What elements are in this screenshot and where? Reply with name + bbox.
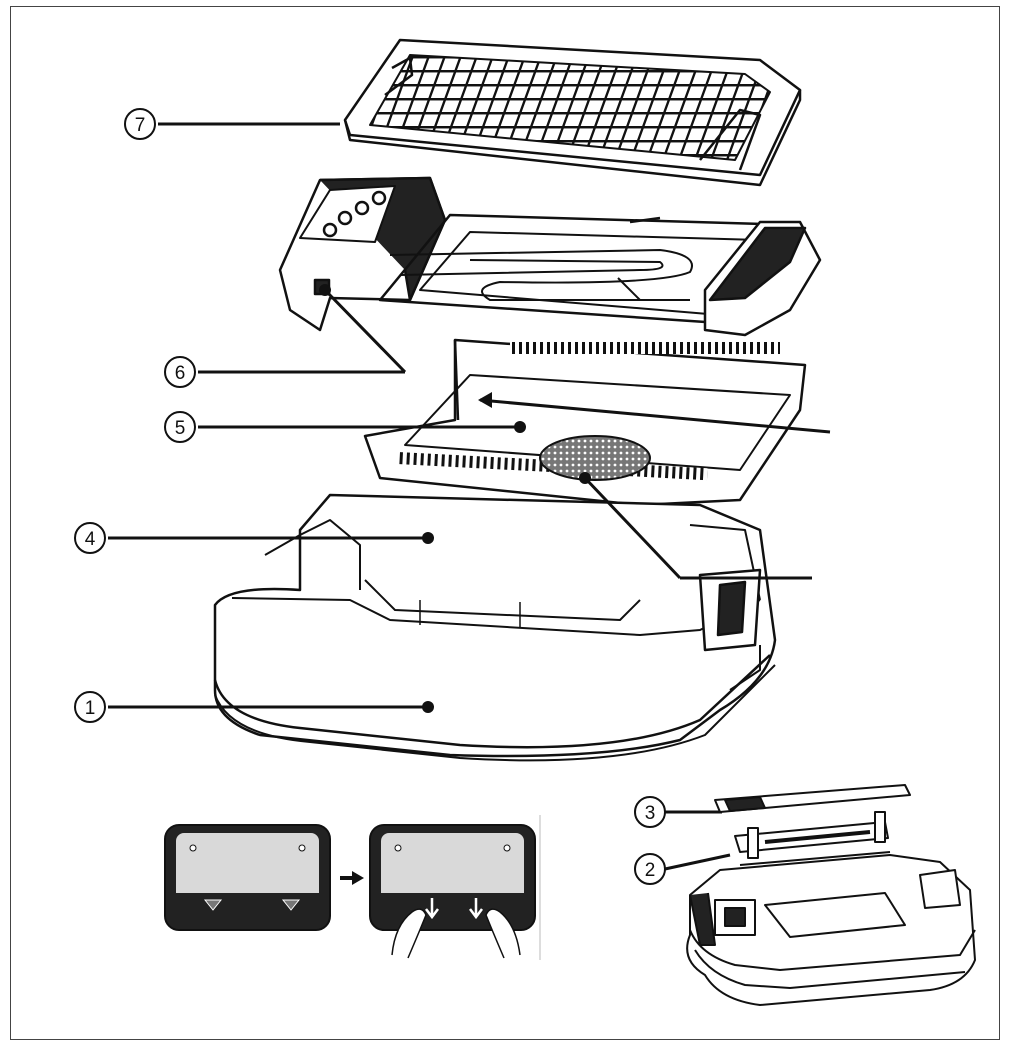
callout-5: 5 xyxy=(164,411,196,443)
svg-text:3: 3 xyxy=(645,803,656,824)
removal-step-1 xyxy=(164,824,331,931)
callout-7: 7 xyxy=(124,108,156,140)
heating-element-assembly xyxy=(278,176,822,337)
leader-2 xyxy=(664,853,731,871)
callout-2: 2 xyxy=(634,853,666,885)
svg-text:1: 1 xyxy=(85,698,96,719)
leader-dots xyxy=(319,284,591,713)
callout-4: 4 xyxy=(74,522,106,554)
callout-6: 6 xyxy=(164,356,196,388)
drip-tray xyxy=(363,338,807,507)
grill-plate xyxy=(343,38,802,187)
leader-6-diag xyxy=(323,288,407,374)
step-arrow xyxy=(340,871,364,885)
svg-text:2: 2 xyxy=(645,860,656,881)
leader-mesh xyxy=(583,476,682,580)
base-housing xyxy=(213,493,777,762)
leader-lines xyxy=(108,122,831,871)
callout-3: 3 xyxy=(634,796,666,828)
svg-text:6: 6 xyxy=(175,363,186,384)
svg-text:5: 5 xyxy=(175,418,186,439)
callout-1: 1 xyxy=(74,691,106,723)
svg-text:4: 4 xyxy=(85,529,96,550)
underside-view xyxy=(686,784,976,1006)
leader-5-right xyxy=(479,398,831,434)
svg-text:7: 7 xyxy=(135,115,146,136)
removal-step-2 xyxy=(369,824,536,959)
